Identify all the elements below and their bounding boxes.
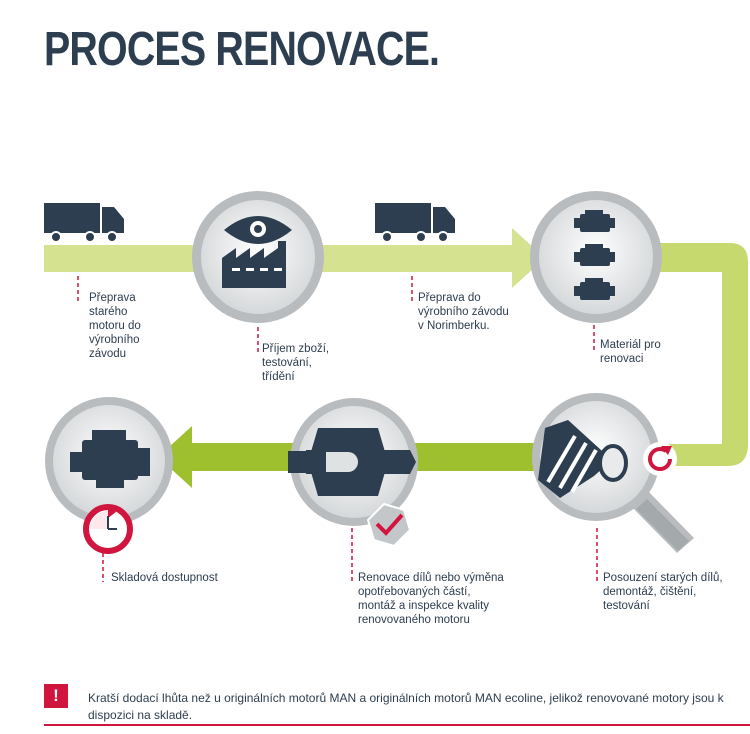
info-note: ! Kratší dodací lhůta než u originálních… [44,684,750,726]
clock-icon [83,504,133,554]
factory-eye-icon [192,191,324,323]
step-label-transport-old-engine: Přeprava starého motoru do výrobního záv… [89,292,141,360]
step-label-stock: Skladová dostupnost [111,572,218,584]
step-label-assessment: Posouzení starých dílů, demontáž, čištěn… [603,572,723,612]
step-label-material: Materiál pro renovaci [600,339,661,365]
step-label-transport-nuremberg: Přeprava do výrobního závodu v Norimberk… [418,292,509,332]
alert-icon: ! [44,684,68,708]
truck-icon [44,203,124,243]
magnifier-bolt-icon [532,393,694,553]
refresh-icon [643,442,677,476]
wrench-bolt-icon [288,398,418,526]
step-label-goods-receipt: Příjem zboží, testování, třídění [262,343,330,383]
engines-stack-icon [530,191,662,323]
page-title: PROCES RENOVACE. [44,23,440,76]
step-label-renovation: Renovace dílů nebo výměna opotřebovaných… [358,572,504,626]
info-note-text: Kratší dodací lhůta než u originálních m… [88,691,724,722]
engine-icon [45,397,173,525]
truck-icon [375,203,455,243]
quality-check-icon [366,502,412,548]
leader-lines [77,276,598,582]
